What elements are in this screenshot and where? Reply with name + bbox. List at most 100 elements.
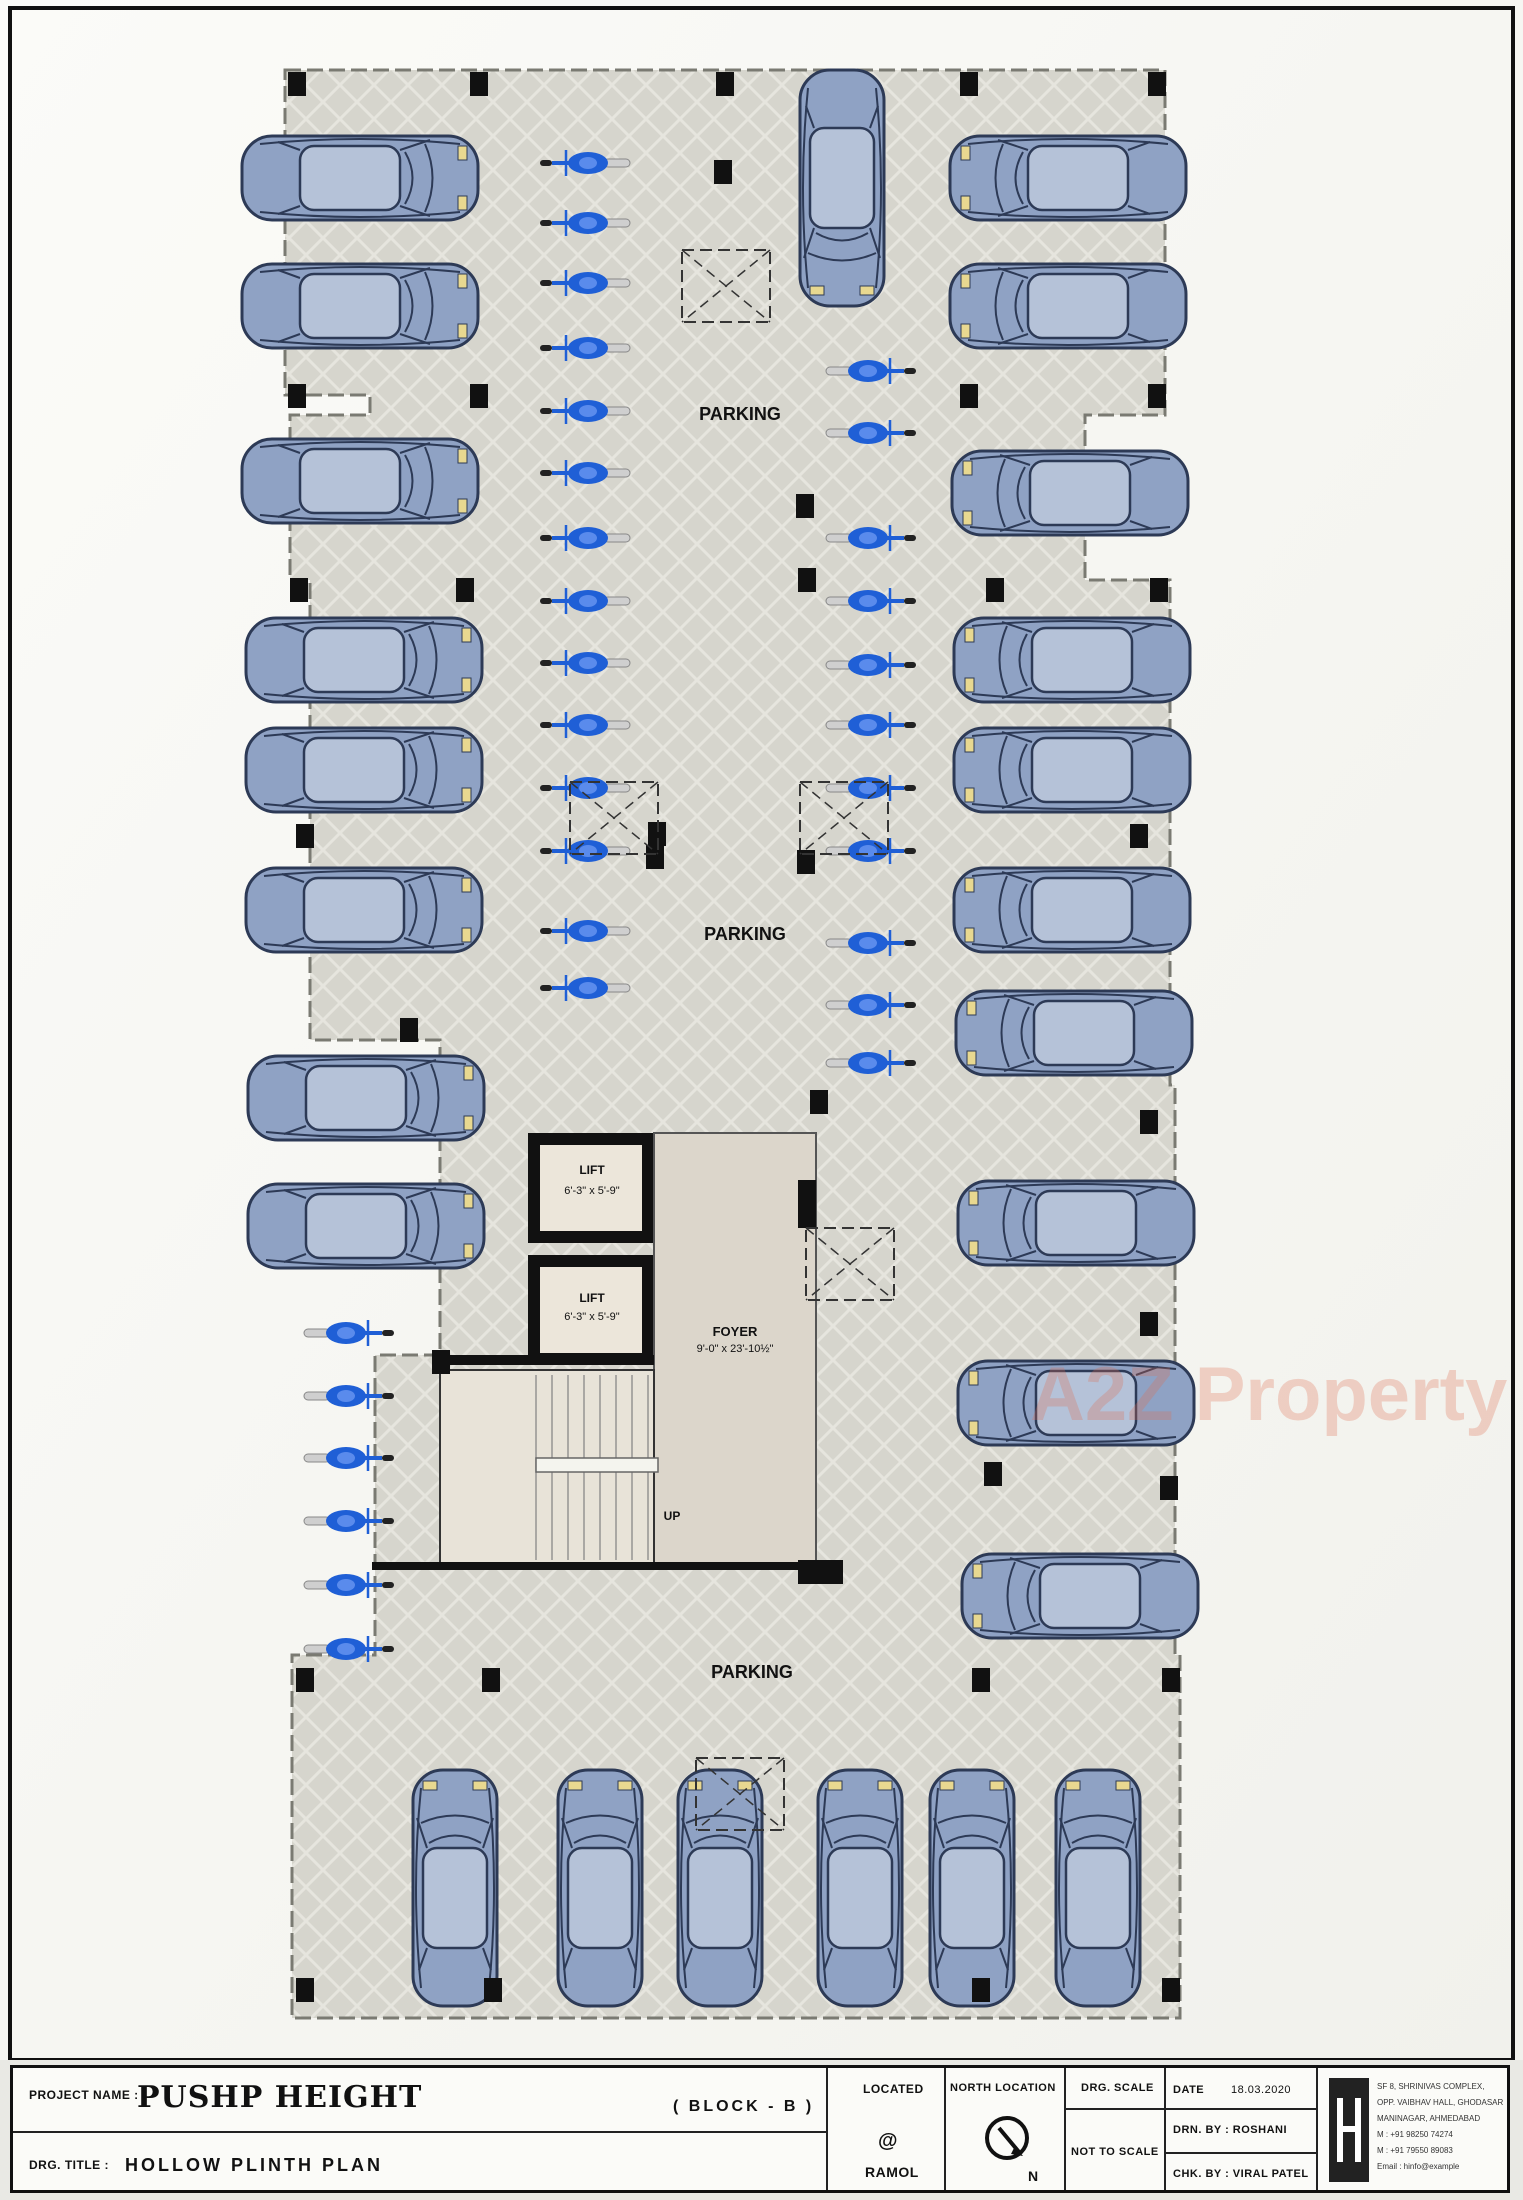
date-label: DATE	[1173, 2084, 1205, 2096]
column-icon	[972, 1668, 990, 1692]
car-icon	[960, 1552, 1200, 1640]
firm-contact-line: MANINAGAR, AHMEDABAD	[1377, 2114, 1481, 2123]
drawn-by: DRN. BY : ROSHANI	[1173, 2124, 1288, 2136]
column-icon	[290, 578, 308, 602]
scale-label: DRG. SCALE	[1081, 2082, 1154, 2094]
car-icon	[798, 68, 886, 308]
date-value: 18.03.2020	[1231, 2084, 1292, 2096]
north-arrow-icon	[985, 2116, 1029, 2160]
lift-2-size: 6'-3" x 5'-9"	[564, 1311, 620, 1323]
column-icon	[1150, 578, 1168, 602]
located-label: LOCATED	[863, 2082, 924, 2096]
location-cell	[828, 2068, 946, 2190]
checked-by: CHK. BY : VIRAL PATEL	[1173, 2168, 1309, 2180]
label-parking-bottom: PARKING	[711, 1662, 793, 1682]
column-icon	[986, 578, 1004, 602]
hollow-plinth-plan-drawing: PARKING PARKING PARKING LIFT 6'-3" x 5'-…	[0, 0, 1523, 2062]
scale-cell	[1066, 2068, 1166, 2190]
scale-value: NOT TO SCALE	[1071, 2146, 1159, 2158]
car-icon	[950, 449, 1190, 537]
column-icon	[296, 824, 314, 848]
column-icon	[1148, 384, 1166, 408]
column-icon	[960, 72, 978, 96]
firm-contact-line: M : +91 98250 74274	[1377, 2130, 1453, 2139]
core-block	[372, 1132, 843, 1584]
column-icon	[482, 1668, 500, 1692]
lift-1-size: 6'-3" x 5'-9"	[564, 1185, 620, 1197]
column-icon	[400, 1018, 418, 1042]
column-icon	[1162, 1668, 1180, 1692]
car-icon	[928, 1768, 1016, 2008]
car-icon	[240, 437, 480, 525]
column-icon	[810, 1090, 828, 1114]
column-icon	[714, 160, 732, 184]
car-icon	[246, 1182, 486, 1270]
car-icon	[246, 1054, 486, 1142]
column-icon	[470, 384, 488, 408]
column-icon	[1140, 1110, 1158, 1134]
car-icon	[952, 866, 1192, 954]
drawing-title: HOLLOW PLINTH PLAN	[125, 2155, 383, 2175]
car-icon	[244, 726, 484, 814]
column-icon	[296, 1978, 314, 2002]
car-icon	[240, 134, 480, 222]
column-icon	[798, 568, 816, 592]
column-icon	[960, 384, 978, 408]
firm-contact-line: SF 8, SHRINIVAS COMPLEX,	[1377, 2082, 1485, 2091]
north-letter: N	[1028, 2168, 1039, 2184]
north-label: NORTH LOCATION	[950, 2082, 1056, 2094]
column-icon	[972, 1978, 990, 2002]
watermark: A2Z Property	[1030, 1352, 1507, 1437]
car-icon	[816, 1768, 904, 2008]
car-icon	[952, 616, 1192, 704]
column-icon	[1130, 824, 1148, 848]
column-icon	[984, 1462, 1002, 1486]
block-label: ( BLOCK - B )	[673, 2098, 815, 2115]
lift-2-name: LIFT	[579, 1291, 605, 1305]
drawing-title-label: DRG. TITLE :	[29, 2158, 109, 2172]
car-icon	[948, 134, 1188, 222]
label-parking-middle: PARKING	[704, 924, 786, 944]
car-icon	[244, 866, 484, 954]
column-icon	[1162, 1978, 1180, 2002]
project-cell	[13, 2068, 828, 2190]
car-icon	[954, 989, 1194, 1077]
located-value: RAMOL	[865, 2164, 919, 2180]
located-at: @	[878, 2130, 901, 2152]
column-icon	[716, 72, 734, 96]
column-icon	[432, 1350, 450, 1374]
car-icon	[948, 262, 1188, 350]
car-icon	[411, 1768, 499, 2008]
date-cell	[1166, 2068, 1318, 2190]
car-icon	[1054, 1768, 1142, 2008]
car-icon	[240, 262, 480, 350]
car-icon	[952, 726, 1192, 814]
column-icon	[796, 494, 814, 518]
column-icon	[1140, 1312, 1158, 1336]
firm-contact-line: Email : hinfo@example	[1377, 2162, 1460, 2171]
column-icon	[1148, 72, 1166, 96]
label-parking-top: PARKING	[699, 404, 781, 424]
column-icon	[470, 72, 488, 96]
firm-contact-line: OPP. VAIBHAV HALL, GHODASAR	[1377, 2098, 1504, 2107]
car-icon	[956, 1179, 1196, 1267]
column-icon	[646, 845, 664, 869]
project-name-label: PROJECT NAME :	[29, 2088, 139, 2102]
column-icon	[288, 384, 306, 408]
column-icon	[296, 1668, 314, 1692]
north-cell	[946, 2068, 1066, 2190]
column-icon	[456, 578, 474, 602]
firm-logo	[1329, 2078, 1369, 2182]
column-icon	[288, 72, 306, 96]
car-icon	[244, 616, 484, 704]
project-name: PUSHP HEIGHT	[137, 2080, 423, 2115]
column-icon	[484, 1978, 502, 2002]
foyer-size: 9'-0" x 23'-10½"	[697, 1343, 774, 1355]
car-icon	[676, 1768, 764, 2008]
firm-contact-line: M : +91 79550 89083	[1377, 2146, 1453, 2155]
car-icon	[556, 1768, 644, 2008]
column-icon	[1160, 1476, 1178, 1500]
stair-up-label: UP	[664, 1509, 681, 1523]
foyer-name: FOYER	[713, 1324, 758, 1339]
